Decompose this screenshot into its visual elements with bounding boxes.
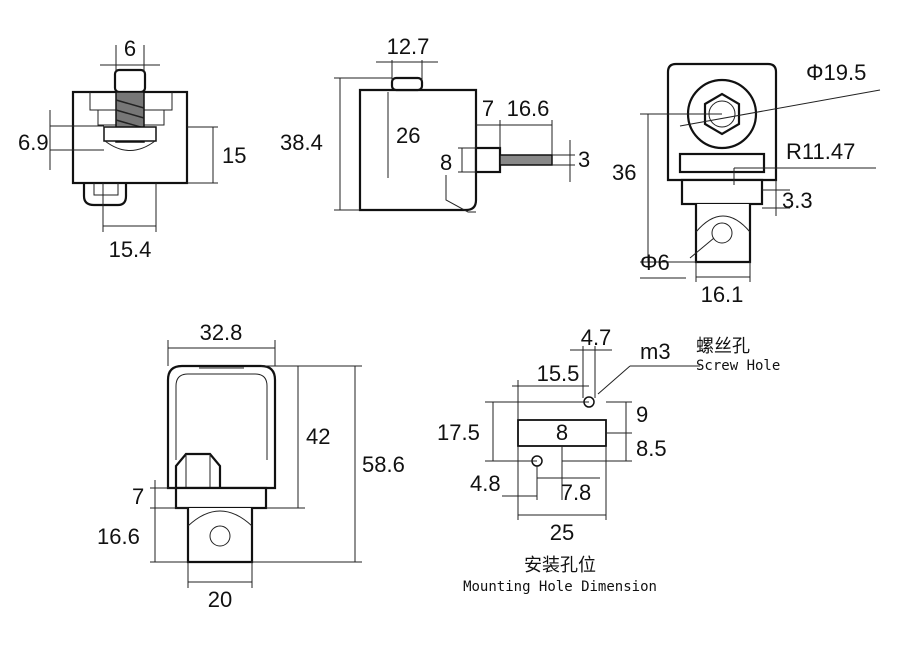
rear-dim-16-1: 16.1 [701, 282, 744, 307]
bottom-dim-32-8: 32.8 [200, 320, 243, 345]
side-dim-8: 8 [440, 150, 452, 175]
side-dim-12-7: 12.7 [387, 34, 430, 59]
front-hex-arc [104, 140, 156, 151]
bottom-inner-outline [175, 373, 268, 460]
bottom-dim-58-6: 58.6 [362, 452, 405, 477]
front-dim-15-4: 15.4 [109, 237, 152, 262]
bottom-dim-7: 7 [132, 484, 144, 509]
mount-dim-15-5: 15.5 [537, 361, 580, 386]
front-nut [103, 126, 157, 142]
side-dim-38-4: 38.4 [280, 130, 323, 155]
mount-dim-4-8: 4.8 [470, 471, 501, 496]
bottom-tab-hole [209, 525, 231, 547]
rear-tab-arc [695, 215, 751, 233]
rear-label-slot [678, 152, 766, 174]
rear-dim-36: 36 [612, 160, 636, 185]
rear-tab-hole [711, 222, 733, 244]
mounting-view: 8 4.7 m3 螺丝孔 Screw Hole 15.5 17.5 9 8.5 … [437, 325, 780, 595]
mount-dim-17-5: 17.5 [437, 420, 480, 445]
mount-dim-7-8: 7.8 [561, 480, 592, 505]
mount-slot-dim-8: 8 [556, 420, 568, 445]
bottom-view: 32.8 42 58.6 7 16.6 20 [97, 320, 405, 612]
rear-step [680, 178, 764, 206]
side-dim-3: 3 [578, 147, 590, 172]
bottom-step [174, 486, 268, 510]
bottom-tab [186, 508, 254, 564]
rear-leader-phi6 [689, 237, 715, 259]
bottom-dim-20: 20 [208, 587, 232, 612]
side-pin [499, 154, 553, 166]
mount-thread-m3: m3 [640, 339, 671, 364]
side-body [358, 88, 478, 212]
side-dim-26: 26 [396, 123, 420, 148]
side-lower-step [445, 175, 476, 213]
rear-tab [694, 204, 752, 264]
front-dim-6-9: 6.9 [18, 130, 49, 155]
mount-dim-4-7: 4.7 [581, 325, 612, 350]
rear-dim-phi-19-5: Φ19.5 [806, 60, 866, 85]
side-bolt-head [390, 76, 424, 92]
mount-title-en: Mounting Hole Dimension [463, 579, 657, 595]
rear-dim-r11-47: R11.47 [786, 139, 855, 164]
front-view: 6 6.9 15 15.4 [18, 36, 246, 262]
mount-screw-hole-cn: 螺丝孔 [696, 336, 750, 357]
bottom-hex-boss [174, 452, 222, 490]
bottom-dim-42: 42 [306, 424, 330, 449]
rear-view: Φ19.5 R11.47 36 3.3 Φ6 16.1 [612, 60, 881, 307]
front-tab [82, 183, 128, 207]
front-dim-15: 15 [222, 143, 246, 168]
rear-dim-3-3: 3.3 [782, 188, 813, 213]
rear-dim-phi-6: Φ6 [640, 250, 670, 275]
side-dim-16-6: 16.6 [507, 96, 550, 121]
mount-dim-9: 9 [636, 402, 648, 427]
side-dim-7: 7 [482, 96, 494, 121]
mount-title-cn: 安装孔位 [524, 555, 596, 576]
mount-dim-25: 25 [550, 520, 574, 545]
front-dim-6: 6 [124, 36, 136, 61]
rear-hex-nut [703, 92, 741, 136]
rear-leader-195 [679, 89, 881, 127]
mount-screw-hole-en: Screw Hole [696, 358, 780, 374]
front-bolt-head [113, 68, 147, 94]
front-screw-threads [115, 99, 145, 139]
bottom-tab-arc [187, 510, 253, 527]
front-tab-inner [93, 183, 119, 196]
side-pin-block [474, 146, 502, 174]
mount-dim-8-5: 8.5 [636, 436, 667, 461]
bottom-dim-16-6: 16.6 [97, 524, 140, 549]
mount-leader-m3 [597, 365, 631, 395]
side-view: 12.7 38.4 26 7 16.6 8 3 [280, 34, 590, 213]
